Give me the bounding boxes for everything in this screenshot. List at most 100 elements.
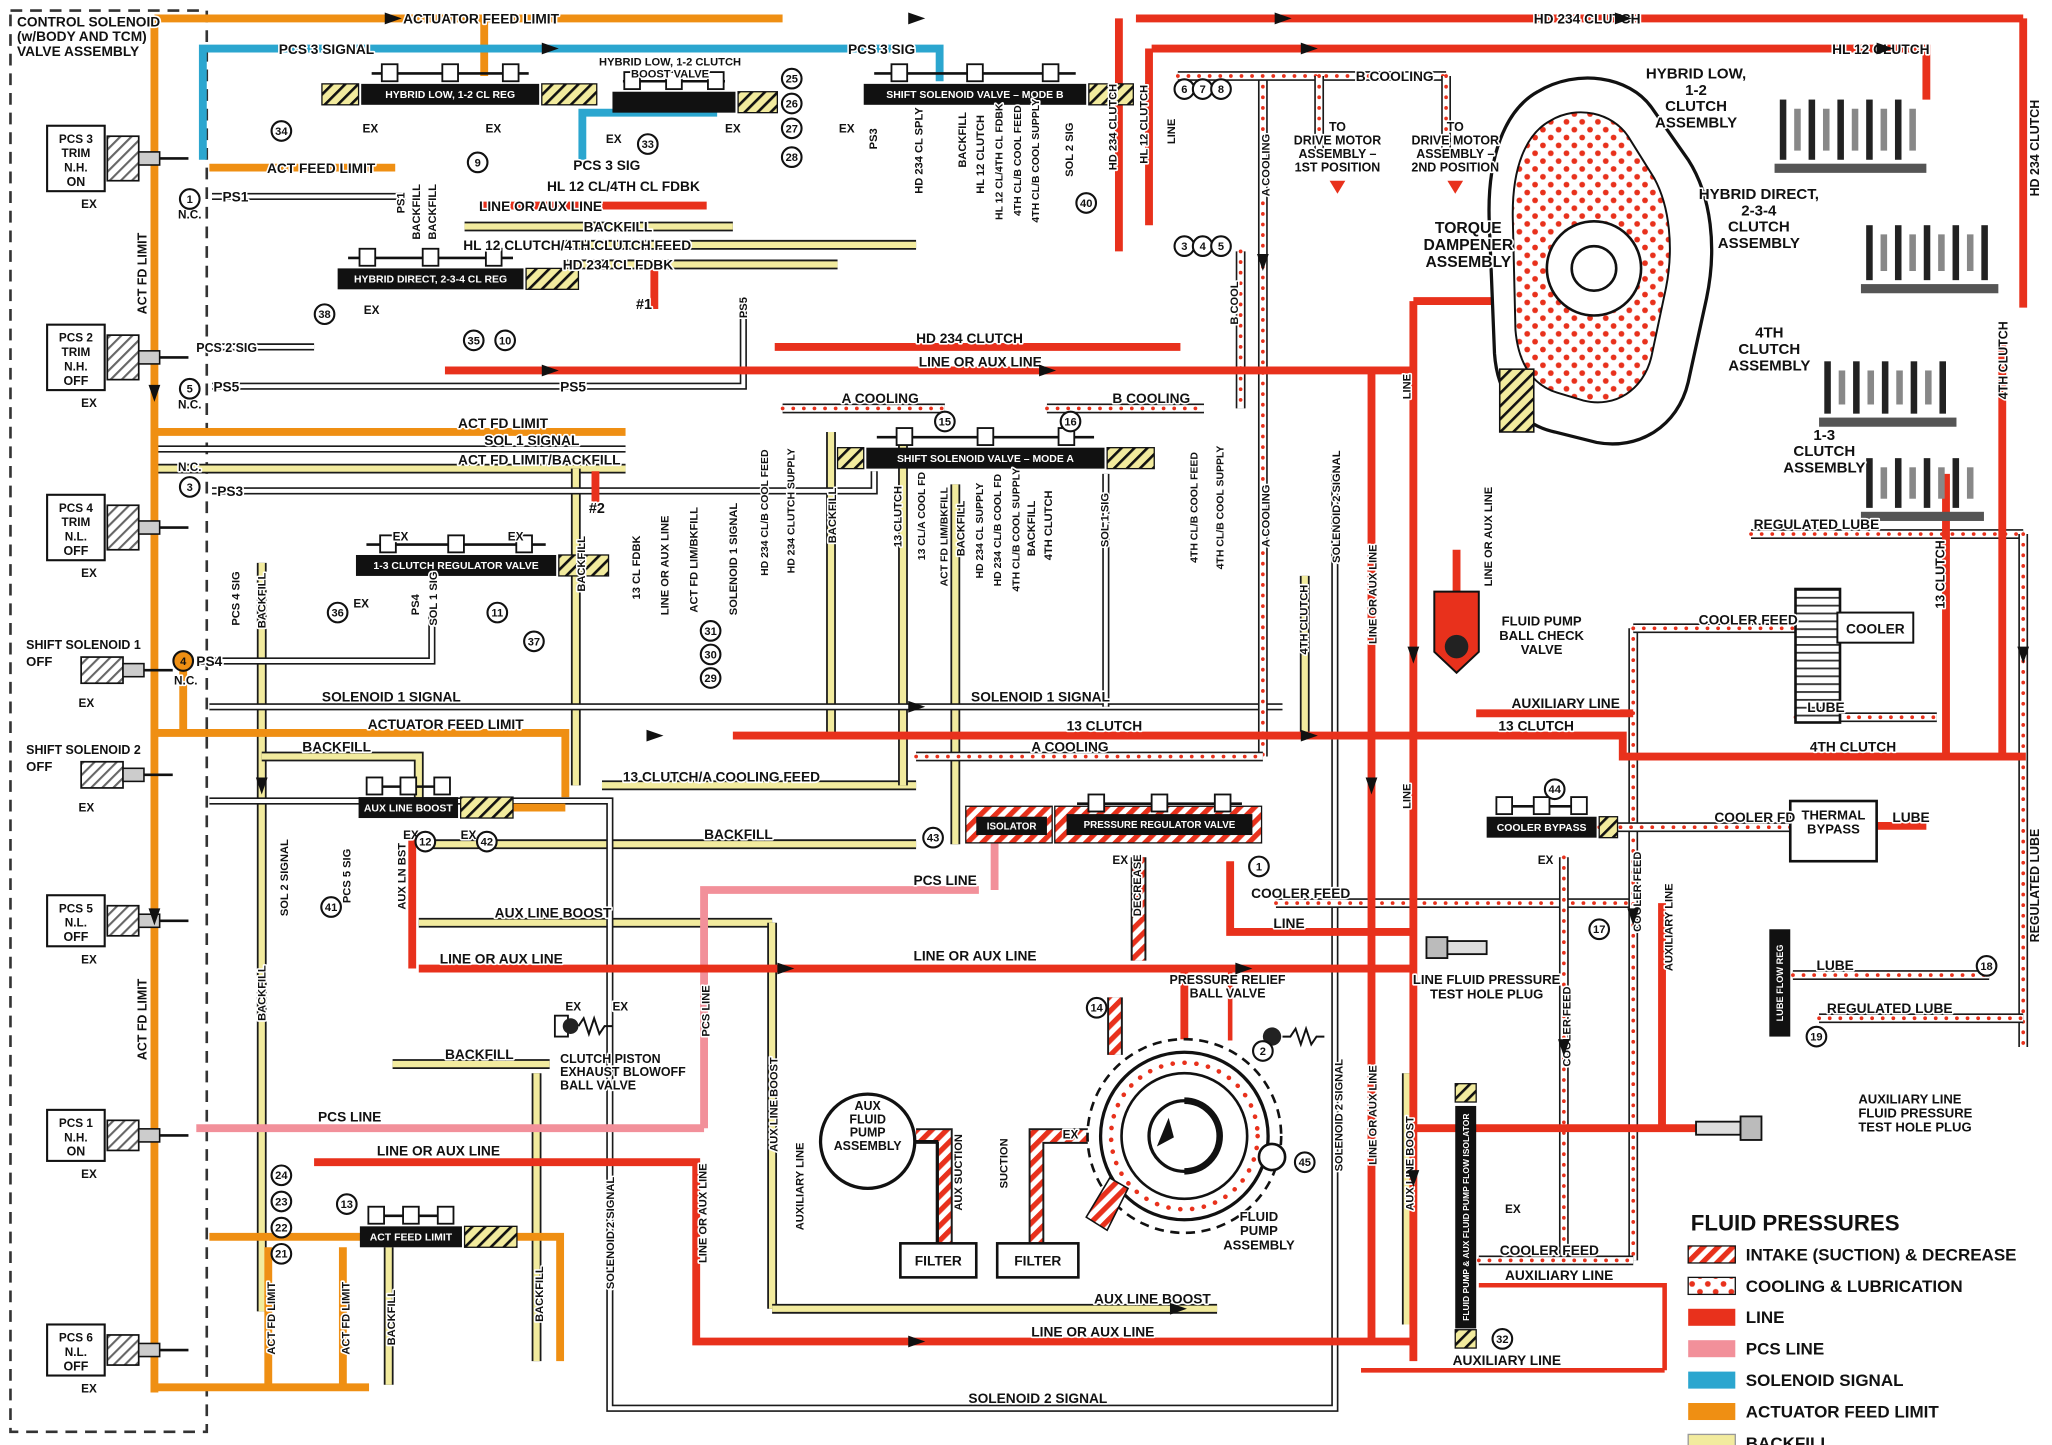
exhaust-label: EX <box>79 801 95 814</box>
ref-circle-number: 40 <box>1080 198 1092 210</box>
valve: 1-3 CLUTCH REGULATOR VALVE <box>355 534 557 576</box>
ref-circle-shape <box>934 410 956 433</box>
diagram-label: PS4 <box>196 654 222 669</box>
ref-circle-shape <box>270 1164 293 1187</box>
ref-circle-number: 14 <box>1090 1003 1103 1015</box>
diagram-label: AUX LINE BOOST <box>768 1057 780 1152</box>
valve-spool-land <box>399 776 418 796</box>
diagram-label: LINE OR AUX LINE <box>919 355 1042 370</box>
valve: PRESSURE REGULATOR VALVE <box>1066 793 1253 836</box>
line-fluid-pressure-test-hole-plug-graphic <box>1425 936 1488 959</box>
diagram-label: BACKFILL <box>704 827 773 842</box>
valve-label: COOLER BYPASS <box>1497 823 1587 834</box>
diagram-label: LUBE <box>1892 810 1929 825</box>
ref-circle: 18 <box>1975 955 1998 977</box>
ref-circle: 19 <box>1805 1025 1828 1048</box>
ref-circle-shape <box>1293 1151 1316 1174</box>
flow-arrow-icon <box>2017 646 2030 664</box>
ref-circle-number: 42 <box>481 837 493 849</box>
clutch-stack-base <box>1819 417 1957 427</box>
clutch-plate <box>1925 370 1932 405</box>
valve-bar <box>361 83 540 105</box>
ref-circle-number: 33 <box>642 139 654 151</box>
clutch-plate <box>1794 108 1801 151</box>
diagram-label: LINE OR AUX LINE <box>1368 544 1380 644</box>
diagram-label: A COOLING <box>1031 739 1108 754</box>
solenoid-label: PCS 5 <box>59 902 93 915</box>
ref-circle-number: 4 <box>180 656 187 668</box>
ref-circle: 14 <box>1085 996 1108 1019</box>
ref-circle: 10 <box>494 329 517 352</box>
clutch-plate <box>1910 361 1918 414</box>
exhaust-label: EX <box>725 122 741 135</box>
diagram-label: PCS LINE <box>700 985 712 1036</box>
ref-circle: 4 <box>1191 235 1214 258</box>
diagram-label: 13 CLUTCH/A COOLING FEED <box>623 769 820 784</box>
valve-label: LUBE FLOW REG <box>1775 945 1785 1022</box>
valve-hatch-segment <box>1106 447 1155 470</box>
diagram-label: SOLENOID 2 SIGNAL <box>605 1177 617 1290</box>
diagram-label: SOL 2 SIG <box>1064 123 1076 177</box>
ref-circle: 8 <box>1210 78 1232 100</box>
diagram-label: HD 234 CL SPLY <box>914 107 926 194</box>
ref-circle-number: 21 <box>275 1249 287 1261</box>
diagram-label: ACT FD LIMIT <box>458 416 549 431</box>
filter-box-aux <box>899 1242 978 1279</box>
ref-circle-number: 5 <box>187 384 193 396</box>
solenoid-label: PCS 4 <box>59 502 93 515</box>
valve: COOLER BYPASS <box>1486 796 1597 838</box>
valve-spool-land <box>367 1205 385 1225</box>
diagram-label: LINE OR AUX LINE <box>1368 1065 1380 1165</box>
ref-circle-number: 28 <box>786 152 798 164</box>
ref-circle: 30 <box>699 643 722 666</box>
ref-circle-shape <box>1805 1025 1828 1048</box>
ref-circle-number: 7 <box>1200 84 1206 96</box>
clutch-stack-base <box>1860 511 1984 521</box>
ref-circle-shape <box>475 830 498 853</box>
clutch-plate <box>1923 225 1931 281</box>
ref-circle-number: 29 <box>704 673 716 685</box>
ref-circle: 22 <box>270 1216 293 1239</box>
valve-spool-land <box>665 71 683 91</box>
valve-hatch-segment <box>737 91 779 114</box>
ref-circle-number: 25 <box>786 74 798 86</box>
solenoid-coil <box>106 1119 140 1152</box>
diagram-label: PS5 <box>213 379 239 394</box>
exhaust-label: EX <box>79 697 95 710</box>
valve-hatch-segment <box>463 1225 518 1248</box>
valve-spool-land <box>436 1205 455 1225</box>
ref-circle-shape <box>699 620 722 642</box>
solenoid-state: OFF <box>26 654 52 669</box>
solenoid-plunger <box>122 767 145 783</box>
diagram-label: LINE OR AUX LINE <box>479 199 602 214</box>
diagram-label: BACKFILL <box>257 965 269 1021</box>
flow-arrow-icon <box>1256 253 1269 272</box>
diagram-label: N.C. <box>178 209 202 222</box>
valve-spool-land <box>890 63 909 83</box>
valve: HYBRID LOW, 1-2 CL REG <box>361 63 540 105</box>
diagram-label: LUBE <box>1807 700 1844 715</box>
diagram-label: PCS 4 SIG <box>230 571 242 625</box>
ref-circle-shape <box>523 630 545 653</box>
diagram-label: 4TH CL/B COOL FEED <box>1189 452 1200 563</box>
diagram-label: ACT FD LIM/BKFILL <box>689 507 701 613</box>
valve-bar <box>359 1226 462 1248</box>
clutch-plate-stack <box>1774 99 1927 173</box>
solenoid-coil <box>106 1334 140 1366</box>
aux-line-fluid-pressure-test-hole-plug-graphic <box>1695 1115 1763 1141</box>
diagram-label: SOLENOID 1 SIGNAL <box>728 503 740 616</box>
valve-spool-land <box>402 1205 420 1225</box>
clutch-plate <box>1939 361 1946 414</box>
diagram-label: HD 234 CLUTCH <box>2028 100 2042 197</box>
fluid-pump-assembly-graphic <box>1085 1037 1287 1235</box>
ref-circle: 9 <box>466 151 489 174</box>
ref-circle: 7 <box>1191 78 1214 100</box>
drive-motor-1st-arrow-icon <box>1329 180 1346 194</box>
fluid-line-afl <box>515 1232 565 1362</box>
valve-label: FLUID PUMP & AUX FLUID PUMP FLOW ISOLATO… <box>1461 1114 1471 1321</box>
valve-label: ACT FEED LIMIT <box>370 1233 453 1244</box>
ref-circle: 3 <box>178 476 201 498</box>
